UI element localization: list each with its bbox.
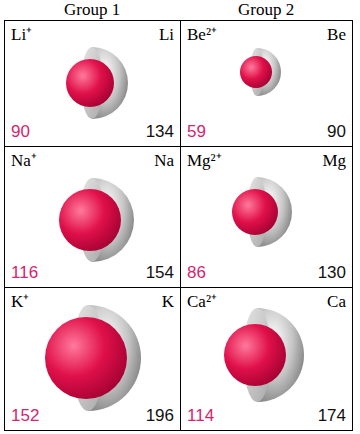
ionic-radius: 114: [187, 406, 214, 426]
atom-symbol: Ca: [327, 292, 346, 312]
element-cell: Ca²⁺ Ca 114 174: [180, 287, 353, 431]
atomic-radius: 90: [327, 122, 346, 142]
ion-symbol: Be²⁺: [187, 25, 217, 45]
ca-spheres: [224, 308, 304, 402]
group-heading: Group 2: [238, 0, 294, 20]
element-cell: Be²⁺ Be 59 90: [180, 20, 353, 147]
ion-symbol: K⁺: [11, 292, 29, 312]
element-cell: Mg²⁺ Mg 86 130: [180, 146, 353, 288]
element-cell: K⁺ K 152 196: [4, 287, 181, 431]
atomic-radius: 174: [318, 406, 346, 426]
atomic-radius: 154: [146, 263, 174, 283]
li-spheres: [66, 47, 128, 119]
element-cell: Li⁺ Li 90 134: [4, 20, 181, 147]
atomic-radius: 130: [318, 263, 346, 283]
mg-spheres: [232, 177, 292, 247]
na-spheres: [59, 178, 134, 262]
ion-symbol: Mg²⁺: [187, 151, 222, 171]
atomic-radius: 134: [146, 122, 174, 142]
atom-symbol: Li: [159, 25, 174, 45]
atom-symbol: Mg: [322, 151, 346, 171]
element-cell: Na⁺ Na 116 154: [4, 146, 181, 288]
ion-symbol: Na⁺: [11, 151, 37, 171]
group-heading: Group 1: [64, 0, 120, 20]
k-spheres: [45, 305, 141, 411]
atom-symbol: K: [162, 292, 174, 312]
ionic-radius: 116: [11, 263, 38, 283]
ionic-radius: 86: [187, 263, 206, 283]
ionic-radius: 59: [187, 122, 206, 142]
ionic-radius: 90: [11, 122, 30, 142]
ion-symbol: Li⁺: [11, 25, 32, 45]
atomic-radius: 196: [146, 406, 174, 426]
be-spheres: [240, 48, 281, 96]
ionic-radius: 152: [11, 406, 39, 426]
ion-symbol: Ca²⁺: [187, 292, 217, 312]
atom-symbol: Be: [327, 25, 346, 45]
atom-symbol: Na: [154, 151, 174, 171]
